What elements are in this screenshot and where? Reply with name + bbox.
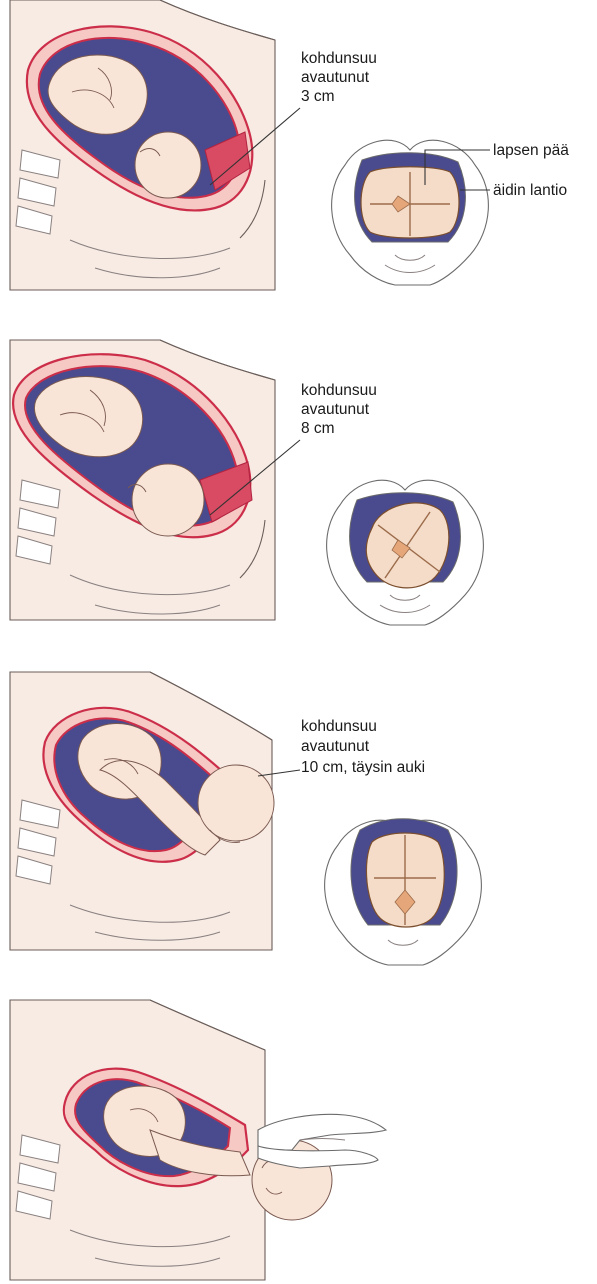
stage-1-cross-section (10, 0, 300, 290)
stage-2-pelvis-view (327, 480, 484, 625)
stage-1: kohdunsuu avautunut 3 cm lapsen pää äidi… (10, 0, 569, 290)
stage-2-label: kohdunsuu avautunut 8 cm (301, 382, 381, 437)
stage-4-cross-section (10, 1000, 265, 1280)
stage-4 (10, 1000, 386, 1280)
head-label: lapsen pää (493, 142, 569, 159)
pelvis-label: äidin lantio (493, 182, 567, 199)
stage-2: kohdunsuu avautunut 8 cm (10, 340, 483, 625)
stage-3: kohdunsuu avautunut 10 cm, täysin auki (10, 672, 481, 965)
stage-1-pelvis-view (332, 140, 490, 285)
helper-hand (258, 1114, 386, 1168)
stage-2-cross-section (10, 340, 300, 620)
stage-3-cross-section (10, 672, 300, 950)
stage-3-pelvis-view (325, 819, 482, 965)
stage-1-label: kohdunsuu avautunut 3 cm (301, 50, 381, 105)
stage-3-label: kohdunsuu avautunut 10 cm, täysin auki (301, 718, 425, 776)
